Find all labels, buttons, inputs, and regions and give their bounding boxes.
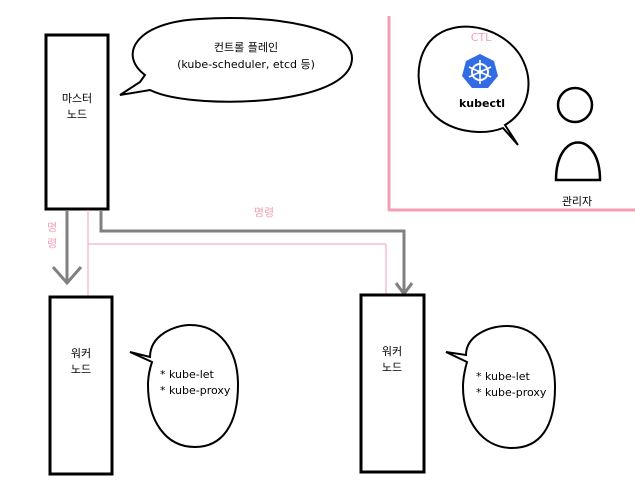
worker-node-2-label-1: 워커 (382, 345, 402, 358)
master-node-box (44, 33, 110, 211)
master-node-label-1: 마스터 (62, 92, 92, 105)
master-node-label-2: 노드 (67, 108, 87, 121)
worker-node-2-comp-1: * kube-let (476, 370, 531, 383)
admin-label: 관리자 (562, 195, 592, 208)
worker-node-2-label-2: 노드 (382, 361, 402, 374)
kubectl-label: kubectl (459, 97, 505, 110)
ctl-label: CTL (471, 31, 492, 44)
worker-node-1-box (48, 295, 114, 476)
admin-person-body (554, 141, 602, 182)
worker-node-1-label-2: 노드 (71, 363, 91, 376)
command-arrow-right-shaft (99, 210, 406, 294)
admin-person-head (556, 86, 594, 124)
command-label-top: 명령 (254, 206, 274, 219)
command-label-left-1: 명 (47, 221, 57, 234)
kubernetes-helm-icon (462, 54, 498, 88)
worker-node-1-comp-2: * kube-proxy (160, 384, 231, 397)
worker-node-1-bubble (129, 323, 240, 449)
command-arrow-left-head (51, 266, 83, 286)
worker-node-2-bubble (445, 324, 557, 450)
worker-node-1-label-1: 워커 (71, 347, 91, 360)
worker-node-1-comp-1: * kube-let (160, 368, 215, 381)
worker-node-2-box (359, 293, 426, 474)
worker-node-2-comp-2: * kube-proxy (476, 386, 547, 399)
control-plane-label-1: 컨트롤 플레인 (214, 41, 278, 54)
control-plane-label-2: (kube-scheduler, etcd 등) (177, 58, 315, 71)
control-plane-bubble (119, 17, 354, 103)
command-label-left-2: 령 (47, 237, 57, 250)
